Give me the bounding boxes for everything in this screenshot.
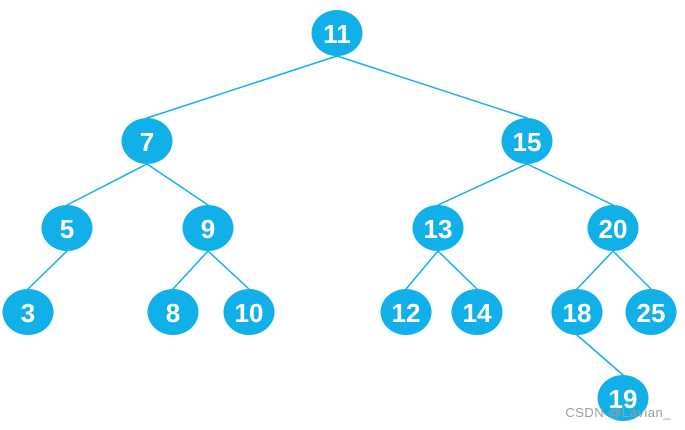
tree-node-5: 5 [41, 205, 93, 251]
tree-edge-9-8 [172, 250, 209, 290]
tree-node-circle [41, 205, 93, 251]
tree-node-11: 11 [311, 10, 363, 56]
tree-node-circle [501, 118, 553, 164]
tree-node-circle [311, 10, 363, 56]
tree-node-circle [121, 118, 173, 164]
tree-node-20: 20 [587, 205, 639, 251]
tree-node-label: 3 [21, 298, 35, 328]
tree-edge-20-25 [612, 250, 652, 290]
tree-node-label: 25 [637, 298, 666, 328]
tree-node-circle [451, 289, 503, 335]
tree-edge-9-10 [207, 250, 250, 290]
tree-node-label: 5 [60, 214, 74, 244]
tree-edge-15-13 [437, 163, 528, 206]
tree-edge-11-7 [146, 55, 338, 119]
tree-node-25: 25 [625, 289, 677, 335]
tree-node-3: 3 [2, 289, 54, 335]
tree-node-label: 20 [599, 214, 628, 244]
tree-node-label: 10 [235, 298, 264, 328]
tree-edge-5-3 [27, 250, 68, 290]
tree-node-circle [223, 289, 275, 335]
tree-node-12: 12 [380, 289, 432, 335]
tree-node-label: 15 [513, 127, 542, 157]
tree-node-label: 9 [201, 214, 215, 244]
tree-node-8: 8 [147, 289, 199, 335]
tree-node-label: 12 [392, 298, 421, 328]
tree-node-18: 18 [551, 289, 603, 335]
tree-node-7: 7 [121, 118, 173, 164]
tree-edge-13-14 [437, 250, 478, 290]
tree-edge-7-9 [146, 163, 209, 206]
tree-node-label: 18 [563, 298, 592, 328]
tree-node-circle [2, 289, 54, 335]
tree-node-19: 19 [597, 375, 649, 421]
tree-node-15: 15 [501, 118, 553, 164]
tree-edge-20-18 [576, 250, 614, 290]
tree-node-circle [597, 375, 649, 421]
tree-node-circle [182, 205, 234, 251]
tree-node-10: 10 [223, 289, 275, 335]
tree-node-circle [380, 289, 432, 335]
tree-node-circle [412, 205, 464, 251]
tree-edge-7-5 [66, 163, 148, 206]
tree-node-14: 14 [451, 289, 503, 335]
tree-node-label: 19 [609, 384, 638, 414]
tree-node-circle [625, 289, 677, 335]
tree-node-label: 13 [424, 214, 453, 244]
tree-node-circle [587, 205, 639, 251]
tree-edge-11-15 [336, 55, 528, 119]
tree-node-13: 13 [412, 205, 464, 251]
tree-edge-15-20 [526, 163, 614, 206]
tree-edge-13-12 [405, 250, 439, 290]
tree-node-circle [551, 289, 603, 335]
tree-node-label: 8 [166, 298, 180, 328]
tree-node-label: 7 [140, 127, 154, 157]
tree-node-label: 11 [323, 19, 351, 49]
tree-node-9: 9 [182, 205, 234, 251]
tree-node-label: 14 [463, 298, 492, 328]
tree-node-circle [147, 289, 199, 335]
tree-edge-18-19 [576, 334, 624, 376]
